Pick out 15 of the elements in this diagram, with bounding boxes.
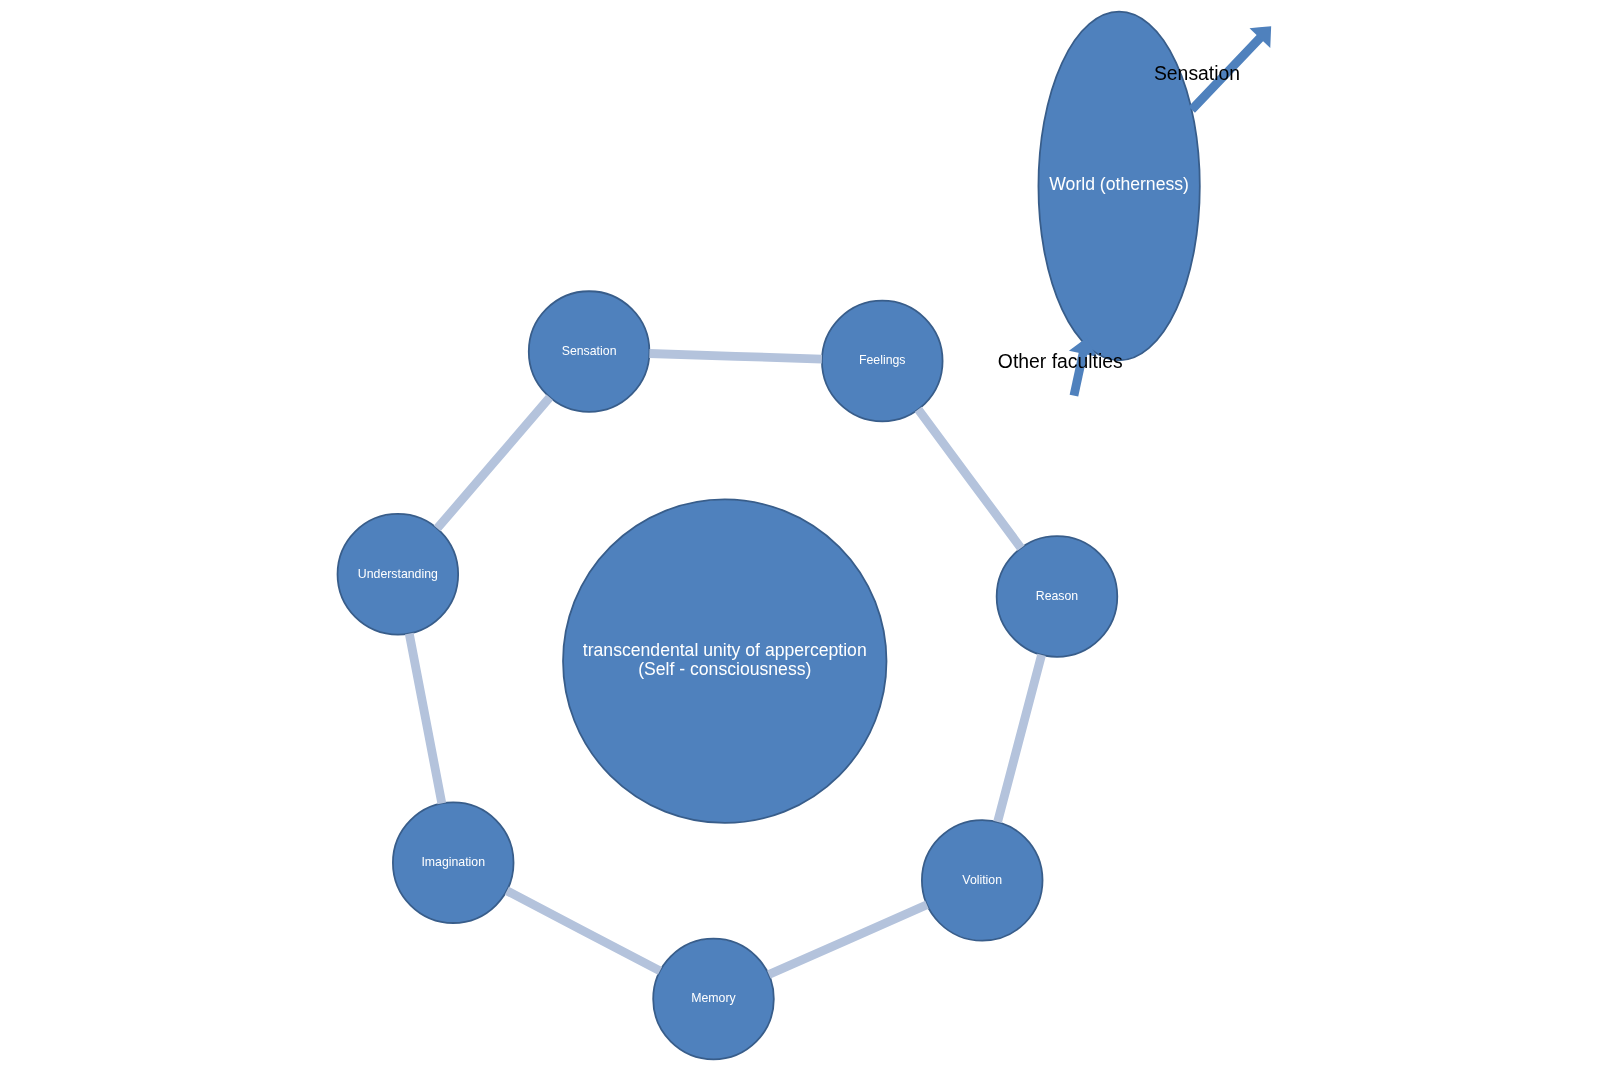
connector xyxy=(649,349,822,364)
node-circle: Sensation xyxy=(527,290,651,413)
node-circle: Volition xyxy=(921,819,1044,942)
connector xyxy=(767,900,929,979)
connector xyxy=(433,394,554,532)
node-circle: Memory xyxy=(652,937,775,1061)
node-circle: transcendental unity of apperception (Self - consciousness) xyxy=(562,498,888,824)
connector xyxy=(504,886,662,975)
connector xyxy=(914,406,1025,551)
connector xyxy=(993,653,1046,823)
node-circle: Understanding xyxy=(336,513,460,636)
node-circle: Reason xyxy=(995,535,1119,658)
node-circle: Imagination xyxy=(392,801,515,924)
connector xyxy=(404,632,447,805)
node-circle: Feelings xyxy=(821,299,944,423)
